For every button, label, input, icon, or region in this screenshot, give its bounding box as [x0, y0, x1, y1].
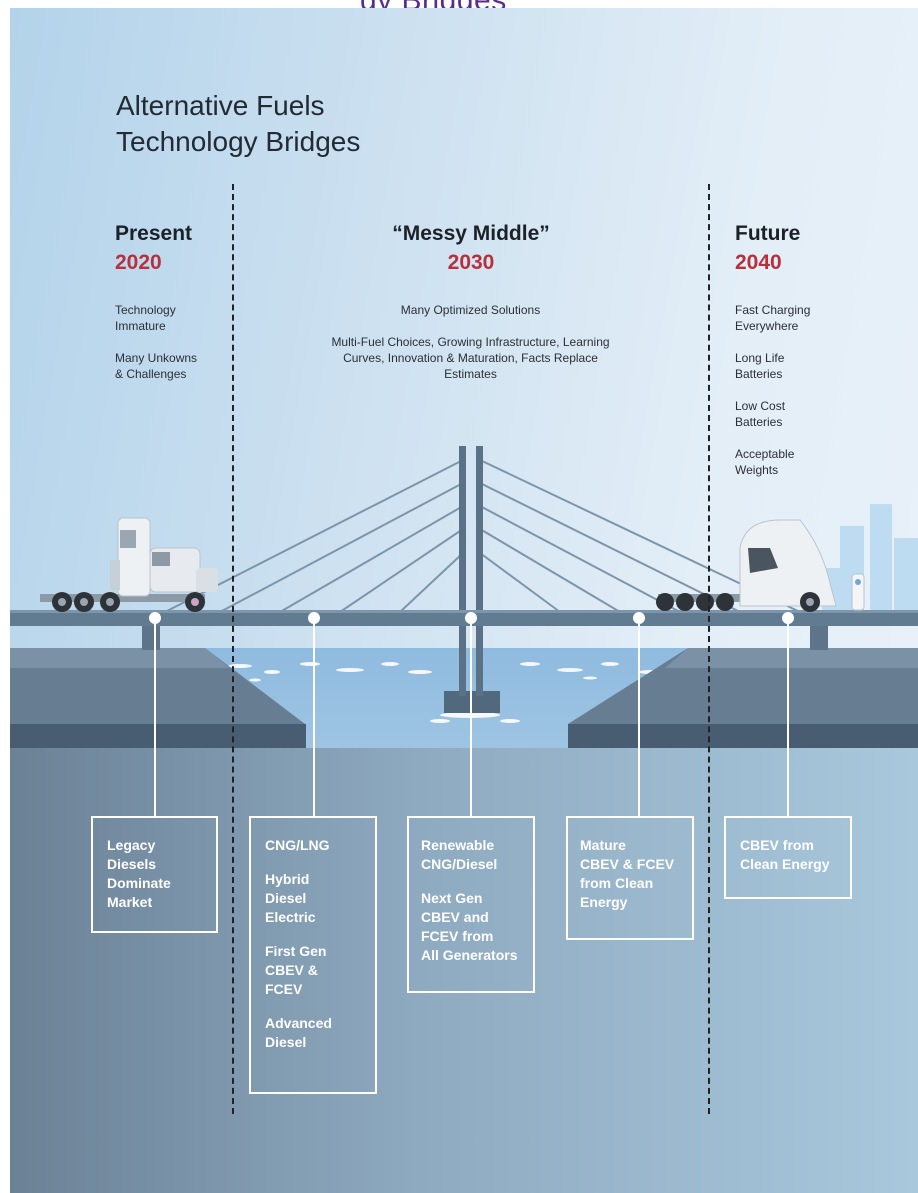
left-embankment [10, 648, 305, 748]
middle-note: Multi-Fuel Choices, Growing Infrastructu… [331, 335, 610, 381]
callout-text: Mature CBEV & FCEV from Clean Energy [580, 837, 675, 910]
callout-text: CNG/LNG [265, 837, 330, 853]
callout-clean-energy: CBEV from Clean Energy [724, 816, 852, 899]
callout-legacy-diesels: Legacy Diesels Dominate Market [91, 816, 218, 933]
callout-text: Hybrid Diesel Electric [265, 871, 316, 925]
callout-connectors [149, 612, 794, 816]
present-note: Many Unkowns & Challenges [115, 351, 198, 381]
future-note: Low Cost Batteries [735, 399, 786, 429]
future-note: Acceptable Weights [735, 447, 795, 477]
tower-right-leg [476, 446, 483, 696]
diesel-truck [40, 517, 218, 612]
present-notes: Technology Immature Many Unkowns & Chall… [115, 302, 205, 398]
present-note: Technology Immature [115, 303, 176, 333]
city-skyline [822, 504, 918, 618]
callout-text: Renewable CNG/Diesel [421, 837, 498, 872]
callout-text: CBEV from Clean Energy [740, 837, 830, 872]
future-note: Long Life Batteries [735, 351, 785, 381]
divider-left [232, 184, 234, 1114]
electric-truck [656, 519, 865, 612]
divider-right [708, 184, 710, 1114]
callout-messy-early: CNG/LNG Hybrid Diesel Electric First Gen… [249, 816, 377, 1094]
ground [10, 748, 918, 1193]
tower-left-leg [459, 446, 466, 696]
pier-right [810, 626, 828, 650]
present-heading: Present [115, 222, 193, 245]
middle-heading: “Messy Middle” [392, 222, 550, 245]
future-notes: Fast Charging Everywhere Long Life Batte… [735, 302, 830, 494]
future-heading: Future [735, 222, 801, 245]
callout-text: Advanced Diesel [265, 1015, 332, 1050]
future-note: Fast Charging Everywhere [735, 303, 811, 333]
bridge-deck [10, 610, 918, 626]
middle-note: Many Optimized Solutions [400, 303, 541, 317]
main-title: Alternative Fuels Technology Bridges [116, 88, 516, 160]
future-year: 2040 [735, 251, 782, 274]
middle-notes: Many Optimized Solutions Multi-Fuel Choi… [328, 302, 613, 398]
bridge-scene [10, 446, 918, 1193]
callout-text: First Gen CBEV & FCEV [265, 943, 327, 997]
pier-left [142, 626, 160, 650]
middle-year: 2030 [447, 251, 495, 274]
title-line-2: Technology Bridges [116, 126, 361, 157]
callout-text: Next Gen CBEV and FCEV from All Generato… [421, 890, 518, 963]
present-year: 2020 [115, 251, 162, 274]
right-embankment [568, 648, 918, 748]
callout-text: Legacy Diesels Dominate Market [107, 837, 171, 910]
callout-messy-late: Renewable CNG/Diesel Next Gen CBEV and F… [407, 816, 535, 993]
title-line-1: Alternative Fuels [116, 90, 325, 121]
infographic-panel: Alternative Fuels Technology Bridges Pre… [10, 8, 918, 1193]
callout-mature: Mature CBEV & FCEV from Clean Energy [566, 816, 694, 940]
